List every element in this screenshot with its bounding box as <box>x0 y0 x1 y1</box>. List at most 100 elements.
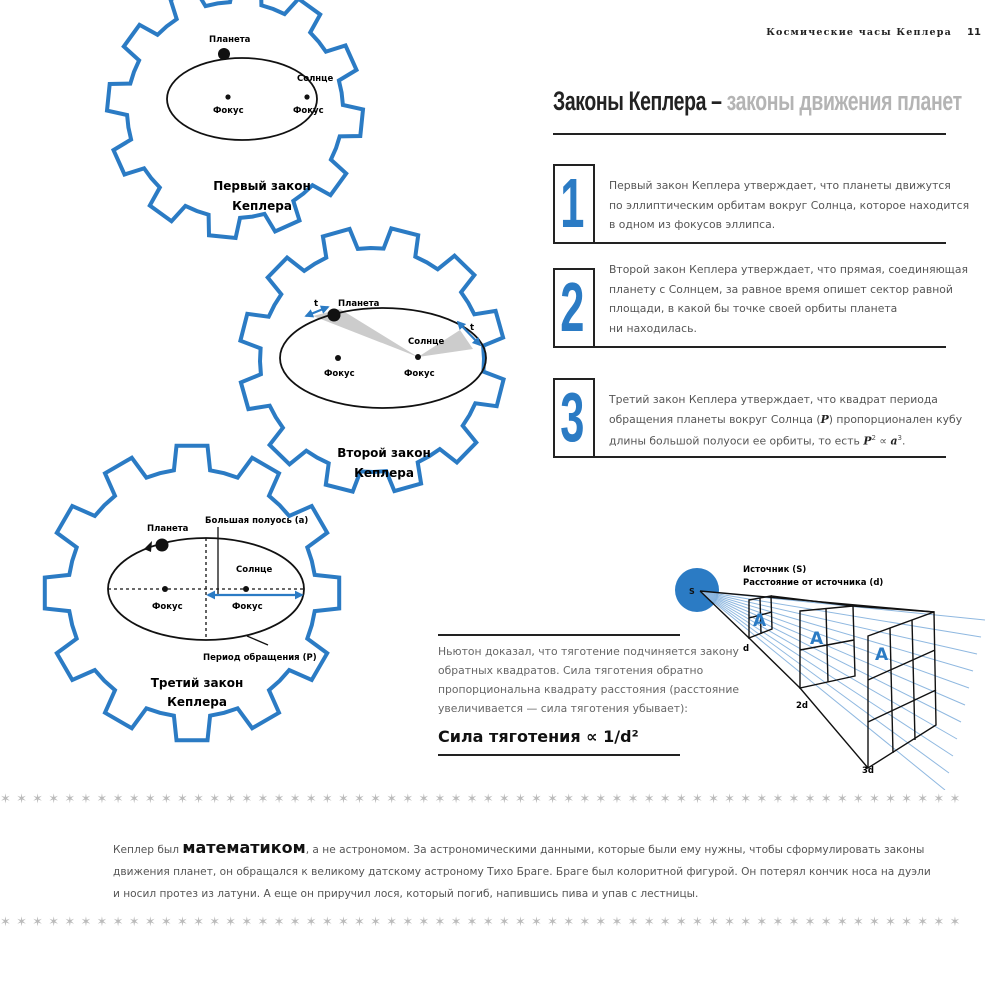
ray-line <box>699 590 946 790</box>
caption: Кеплера <box>354 466 414 480</box>
direction-arrow <box>144 541 152 552</box>
sun-label: Солнце <box>297 74 333 84</box>
axis-label: Большая полуось (a) <box>205 516 308 526</box>
text-line: пропорциональна квадрату расстояния (рас… <box>438 683 740 696</box>
third-law-diagram: Планета Большая полуось (a) Солнце Фокус… <box>107 516 317 709</box>
distance-mark: d <box>743 644 749 654</box>
title-sub: законы движения планет <box>726 86 962 116</box>
ray-line <box>699 590 974 672</box>
ray-line <box>699 590 962 723</box>
text-line: в одном из фокусов эллипса. <box>609 218 776 231</box>
text-line: Первый закон Кеплера утверждает, что пла… <box>609 179 951 192</box>
law-number-box <box>553 378 595 458</box>
ray-line <box>699 590 982 638</box>
text-line: Второй закон Кеплера утверждает, что пря… <box>609 263 968 276</box>
focus-label: Фокус <box>293 106 324 116</box>
focus-dot <box>335 355 341 361</box>
page-number: 11 <box>967 27 981 38</box>
planet-dot <box>327 308 341 322</box>
law-text: Второй закон Кеплера утверждает, что пря… <box>609 260 968 338</box>
law-1: 1 Первый закон Кеплера утверждает, что п… <box>553 164 969 244</box>
text-line: и носил протез из латуни. А еще он приру… <box>113 888 699 900</box>
law-number-box <box>553 268 595 348</box>
law-3: 3 Третий закон Кеплера утверждает, что к… <box>553 378 962 458</box>
running-head: Космические часы Кеплера <box>766 27 952 38</box>
gravity-formula: Сила тяготения ∝ 1/d² <box>438 727 639 746</box>
law-number: 3 <box>560 378 585 456</box>
planet-dot <box>218 48 230 60</box>
sun-label: Солнце <box>236 565 272 575</box>
caption: Первый закон <box>213 179 311 193</box>
law-number: 1 <box>560 164 585 242</box>
title-main: Законы Кеплера – <box>553 86 722 116</box>
gear-icon <box>42 443 342 743</box>
sun-dot <box>304 94 310 100</box>
text-line: обратных квадратов. Сила тяготения обрат… <box>438 664 704 677</box>
text-line: ни находилась. <box>609 321 697 335</box>
planet-label: Планета <box>209 35 251 45</box>
star-divider: ✶✶✶✶✶✶✶✶✶✶✶✶✶✶✶✶✶✶✶✶✶✶✶✶✶✶✶✶✶✶✶✶✶✶✶✶✶✶✶✶… <box>0 792 966 807</box>
focus-label: Фокус <box>152 602 183 612</box>
text-line: длины большой полуоси ее орбиты, то есть… <box>609 434 906 448</box>
page-title: Законы Кеплера – законы движения планет <box>553 86 962 117</box>
source-label: S <box>689 587 695 596</box>
distance-mark: 2d <box>796 701 808 711</box>
law-text: Первый закон Кеплера утверждает, что пла… <box>609 176 969 235</box>
sun-label: Солнце <box>408 337 444 347</box>
kepler-fact: Кеплер был математиком, а не астрономом.… <box>113 837 931 905</box>
ray-line <box>699 590 978 655</box>
text-line: увеличивается — сила тяготения убывает): <box>438 702 688 715</box>
gear-icon <box>238 226 506 494</box>
second-law-diagram: t t Планета Солнце Фокус Фокус Второй за… <box>279 299 487 480</box>
text-line: Ньютон доказал, что тяготение подчиняетс… <box>438 645 739 658</box>
divider <box>553 346 946 348</box>
area-label: A <box>810 629 824 649</box>
planet-dot <box>155 538 169 552</box>
period-label: Период обращения (P) <box>203 652 317 663</box>
caption: Второй закон <box>337 446 431 460</box>
divider <box>438 634 680 636</box>
law-2: 2 Второй закон Кеплера утверждает, что п… <box>553 263 968 348</box>
area-label: A <box>875 645 889 665</box>
ray-line <box>699 590 966 706</box>
inverse-square-diagram: A A A S Источник (S) Расстояние от источ… <box>675 565 986 790</box>
newton-text: Ньютон доказал, что тяготение подчиняетс… <box>438 642 739 718</box>
divider <box>553 456 946 458</box>
time-label: t <box>314 299 318 309</box>
text-line: движения планет, он обращался к великому… <box>113 866 931 878</box>
title-rule <box>553 133 946 135</box>
planet-label: Планета <box>338 299 380 309</box>
focus-dot <box>162 586 168 592</box>
focus-label: Фокус <box>213 106 244 116</box>
sun-dot <box>415 354 421 360</box>
law-number: 2 <box>560 268 585 346</box>
caption: Третий закон <box>151 676 244 690</box>
ray-line <box>699 590 954 757</box>
text-line: площади, в какой бы точке своей орбиты п… <box>609 302 898 315</box>
sun-dot <box>243 586 249 592</box>
emphasis: математиком <box>182 838 306 857</box>
caption: Кеплера <box>232 199 292 213</box>
text-line: планету с Солнцем, за равное время опише… <box>609 282 953 296</box>
star-divider: ✶✶✶✶✶✶✶✶✶✶✶✶✶✶✶✶✶✶✶✶✶✶✶✶✶✶✶✶✶✶✶✶✶✶✶✶✶✶✶✶… <box>0 915 966 930</box>
law-text: Третий закон Кеплера утверждает, что ква… <box>609 390 962 451</box>
ray-line <box>699 590 970 689</box>
text-line: обращения планеты вокруг Солнца (P) проп… <box>609 412 963 426</box>
caption: Кеплера <box>167 695 227 709</box>
law-number-box <box>553 164 595 244</box>
distance-mark: 3d <box>862 766 874 776</box>
kepler-diagrams: Планета Солнце Фокус Фокус Первый закон … <box>42 0 986 790</box>
focus-dot <box>225 94 231 100</box>
first-law-diagram: Планета Солнце Фокус Фокус Первый закон … <box>166 35 333 213</box>
planet-label: Планета <box>147 524 189 534</box>
gear-icon <box>104 0 366 241</box>
focus-label: Фокус <box>324 369 355 379</box>
distance-caption: Расстояние от источника (d) <box>743 578 883 588</box>
divider <box>553 242 946 244</box>
time-label: t <box>470 323 474 333</box>
text-line: Кеплер был математиком, а не астрономом.… <box>113 838 925 857</box>
source-circle <box>675 568 719 612</box>
text-line: по эллиптическим орбитам вокруг Солнца, … <box>609 198 970 212</box>
focus-label: Фокус <box>404 369 435 379</box>
source-caption: Источник (S) <box>743 565 806 575</box>
